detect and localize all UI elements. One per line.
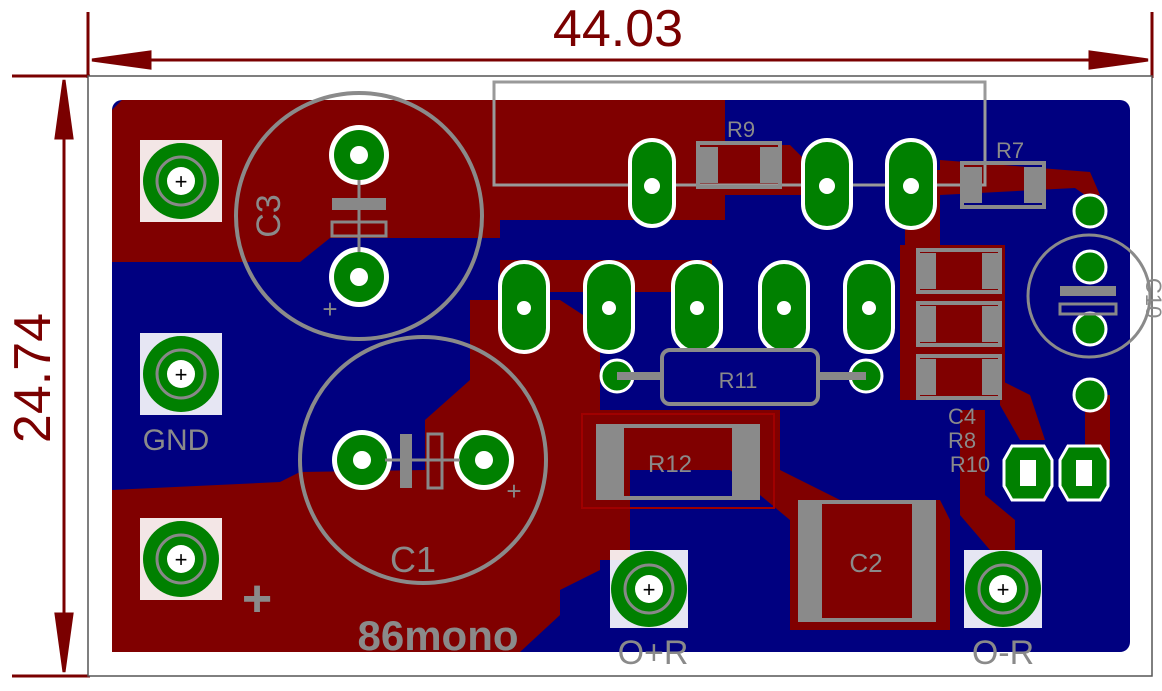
svg-text:+: +: [175, 547, 188, 572]
svg-text:+: +: [175, 169, 188, 194]
svg-text:+: +: [997, 577, 1010, 602]
svg-text:R8: R8: [948, 428, 976, 453]
svg-text:C4: C4: [948, 404, 976, 429]
capacitor-c10: C10: [1026, 193, 1162, 413]
out-plus-label: O+R: [618, 634, 689, 672]
pad-input-top: +: [140, 140, 222, 222]
svg-text:C1: C1: [390, 539, 436, 580]
jumper-pads: [1002, 444, 1110, 502]
svg-text:+: +: [506, 476, 521, 506]
svg-text:R11: R11: [719, 368, 758, 393]
pad-gnd: +: [140, 333, 222, 415]
width-dimension-label: 44.03: [553, 0, 683, 58]
svg-text:R12: R12: [648, 451, 692, 478]
svg-text:+: +: [175, 362, 188, 387]
resistor-r9: R9: [696, 117, 782, 189]
capacitor-c3: + C3: [234, 91, 484, 341]
pad-input-bottom: +: [140, 518, 222, 600]
height-dimension-label: 24.74: [4, 313, 62, 443]
gnd-label: GND: [143, 424, 210, 457]
pad-out-plus: +: [610, 550, 688, 628]
svg-text:+: +: [643, 577, 656, 602]
out-minus-label: O-R: [972, 634, 1034, 672]
plus-sign-label: +: [242, 570, 272, 628]
board-logo: 86mono: [357, 612, 518, 659]
svg-text:C2: C2: [849, 548, 882, 578]
capacitor-c1: + C1: [298, 335, 548, 585]
svg-text:+: +: [322, 294, 337, 324]
svg-text:C3: C3: [250, 194, 288, 237]
resistor-r11: R11: [599, 348, 884, 406]
svg-text:R10: R10: [950, 452, 990, 477]
capacitor-c2: C2: [798, 500, 936, 622]
svg-text:R9: R9: [727, 117, 755, 142]
svg-text:R7: R7: [996, 138, 1024, 163]
dimension-lines: [12, 12, 1154, 678]
pad-out-minus: +: [964, 550, 1042, 628]
resistor-r7: R7: [960, 138, 1046, 209]
resistor-r12: R12: [581, 413, 775, 509]
connector-pads: + + + + +: [140, 140, 1042, 628]
smd-stack: C4 R8 R10: [916, 248, 1002, 477]
svg-text:C10: C10: [1141, 278, 1162, 318]
